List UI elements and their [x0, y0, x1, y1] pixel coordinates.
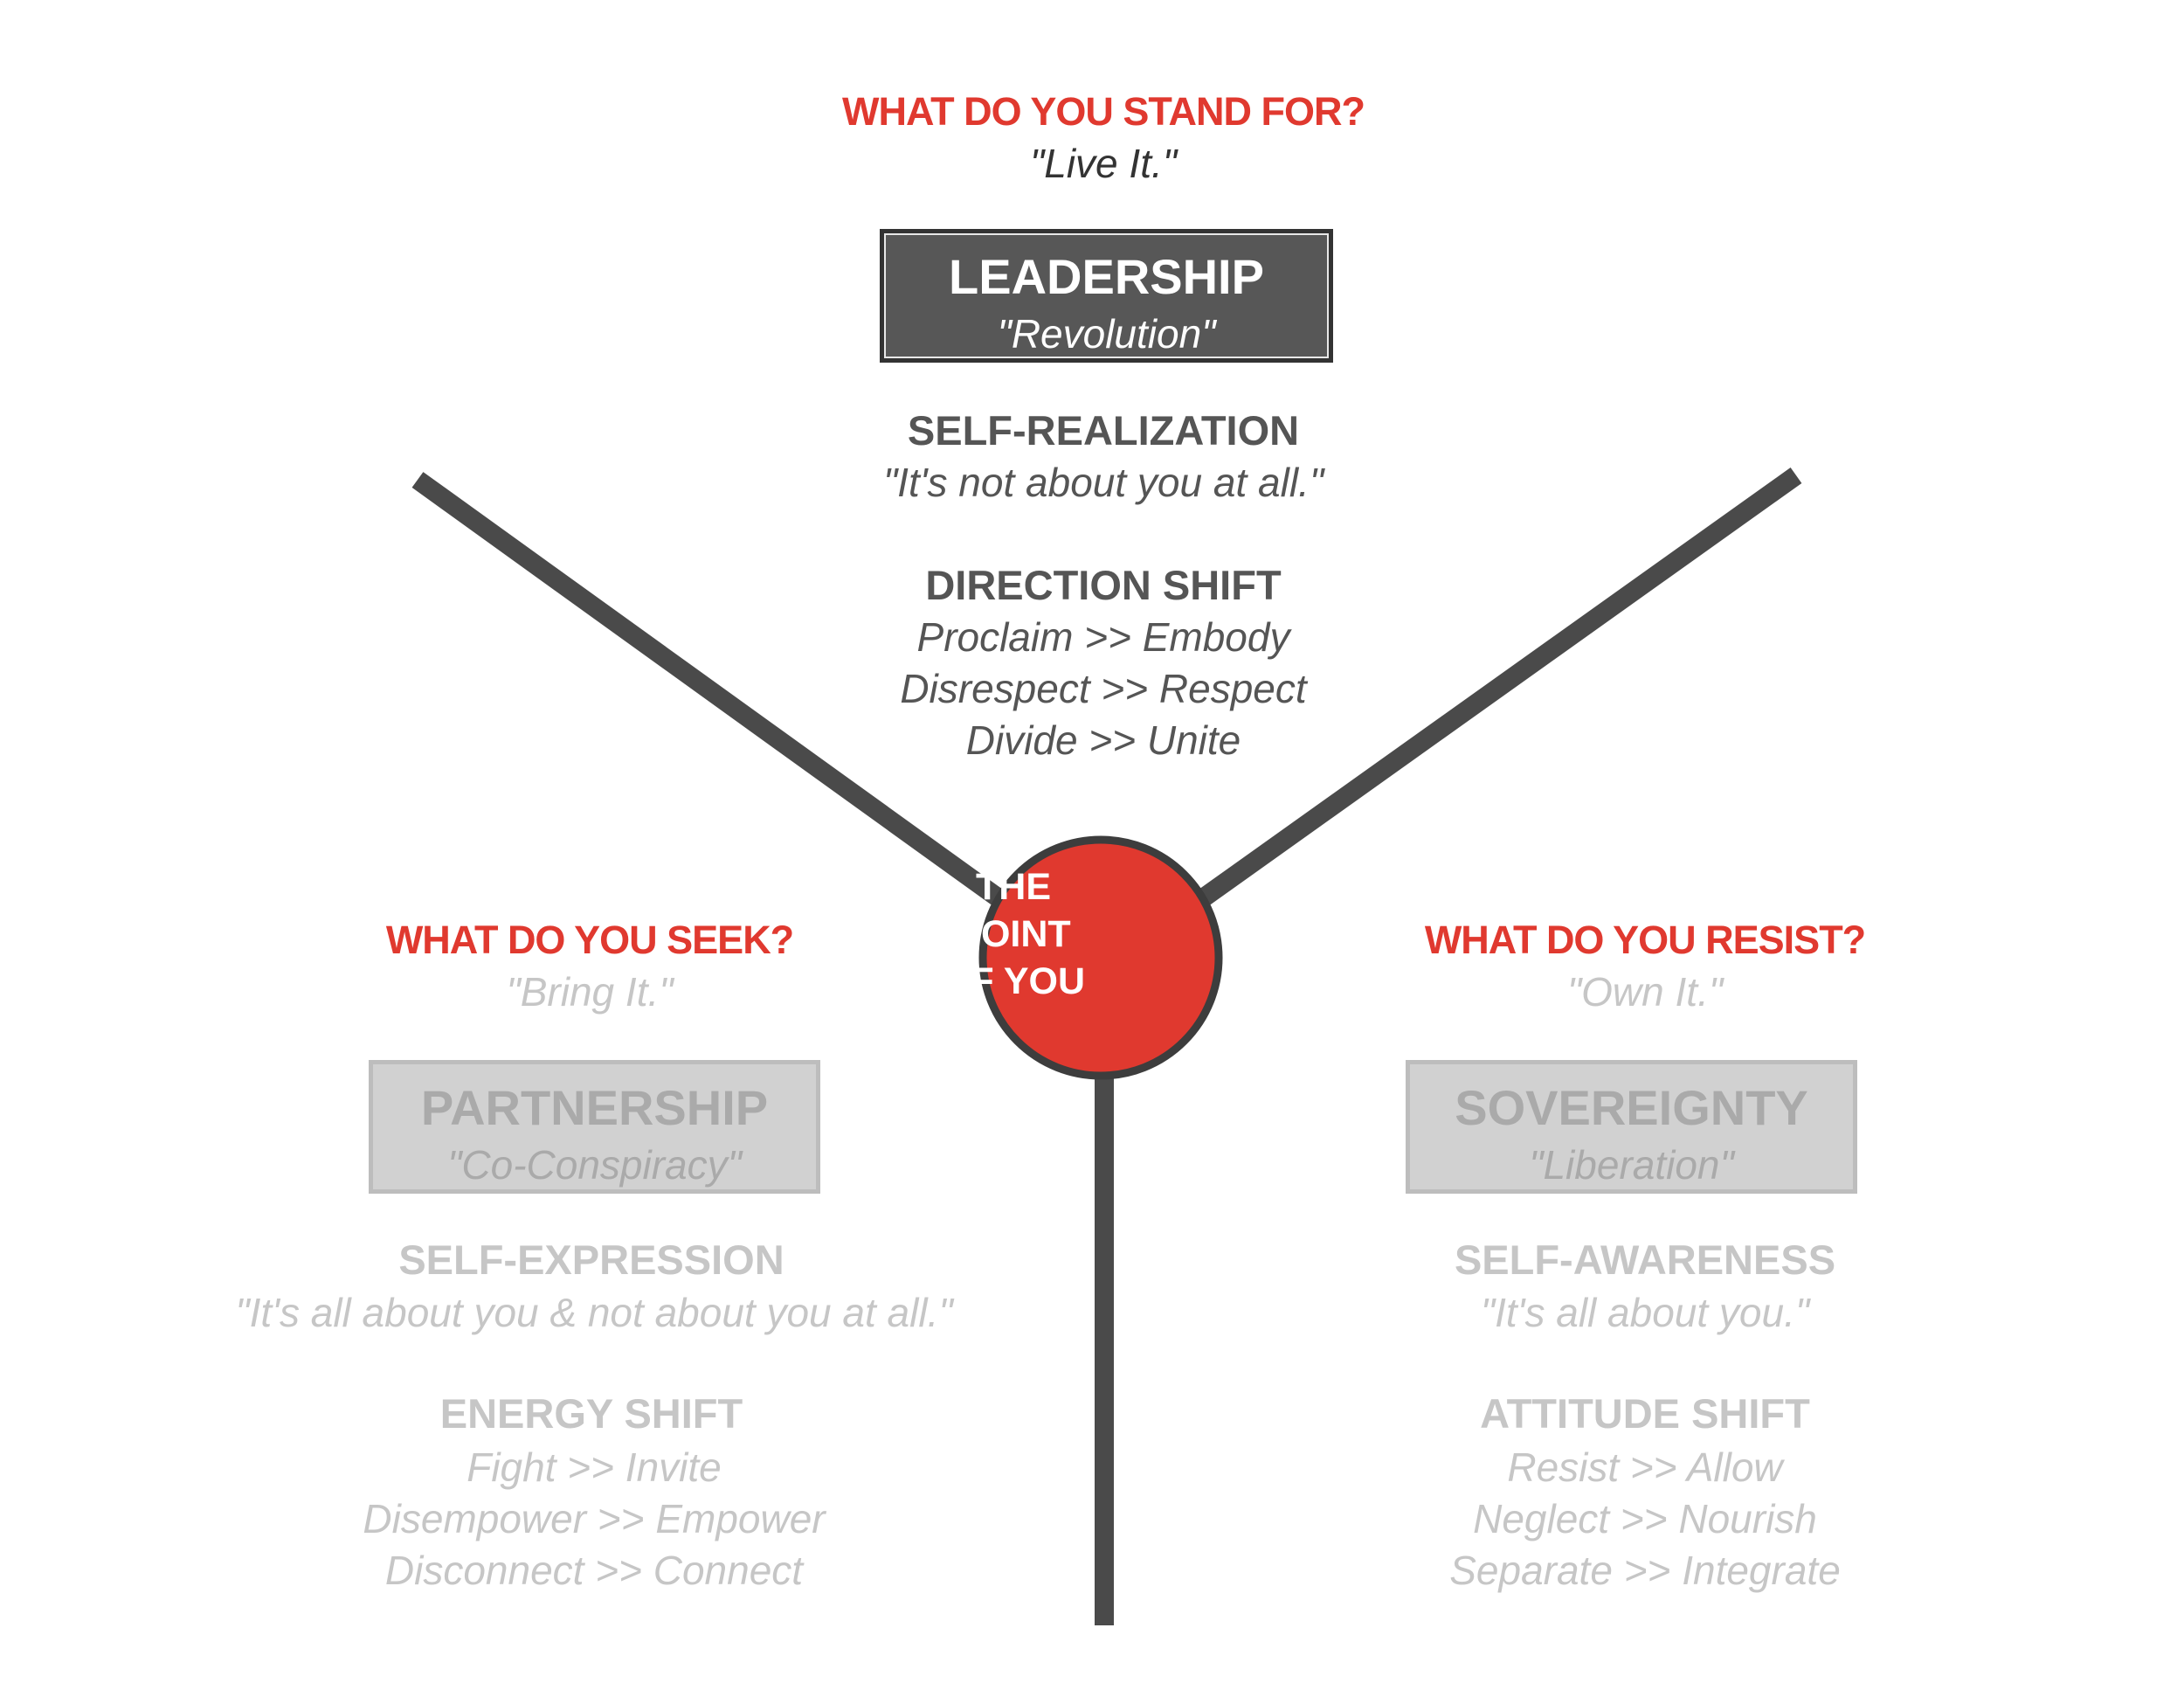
right-shift-title: ATTITUDE SHIFT	[1480, 1390, 1810, 1437]
hub-label: THE POINT OF YOU	[926, 863, 1101, 1005]
top-tagline: "Live It."	[1029, 141, 1178, 186]
leadership-box: LEADERSHIP "Revolution"	[880, 229, 1333, 363]
sovereignty-box-title: SOVEREIGNTY	[1455, 1080, 1808, 1135]
partnership-box-subtitle: "Co-Conspiracy"	[447, 1142, 742, 1188]
leadership-box-title: LEADERSHIP	[949, 249, 1264, 304]
hub-label-line: THE	[976, 866, 1051, 908]
right-shift-item: Resist >> Allow	[1507, 1444, 1783, 1490]
top-shift-item: Divide >> Unite	[965, 717, 1241, 763]
top-shift-item: Disrespect >> Respect	[900, 666, 1307, 711]
right-section-title: SELF-AWARENESS	[1454, 1236, 1836, 1283]
right-question: WHAT DO YOU RESIST?	[1424, 918, 1866, 962]
top-question: WHAT DO YOU STAND FOR?	[842, 89, 1365, 134]
left-shift-list: Fight >> Invite Disempower >> Empower Di…	[363, 1442, 825, 1597]
right-shift-item: Neglect >> Nourish	[1473, 1496, 1817, 1541]
sovereignty-box-subtitle: "Liberation"	[1529, 1142, 1734, 1188]
left-question: WHAT DO YOU SEEK?	[385, 918, 794, 962]
right-section-quote: "It's all about you."	[1480, 1290, 1810, 1335]
top-shift-item: Proclaim >> Embody	[916, 614, 1290, 660]
right-tagline: "Own It."	[1566, 969, 1724, 1015]
leadership-box-subtitle: "Revolution"	[997, 311, 1216, 357]
hub-label-line: OF YOU	[941, 960, 1086, 1002]
top-section-quote: "It's not about you at all."	[882, 460, 1324, 505]
left-arm-line	[411, 472, 1007, 908]
top-shift-list: Proclaim >> Embody Disrespect >> Respect…	[900, 612, 1306, 766]
hub-circle	[978, 835, 1223, 1080]
right-arm-line	[1194, 468, 1802, 908]
left-section-title: SELF-EXPRESSION	[398, 1236, 784, 1283]
sovereignty-box: SOVEREIGNTY "Liberation"	[1406, 1060, 1857, 1194]
partnership-box-title: PARTNERSHIP	[420, 1080, 769, 1135]
right-shift-list: Resist >> Allow Neglect >> Nourish Separ…	[1449, 1442, 1841, 1597]
partnership-box: PARTNERSHIP "Co-Conspiracy"	[369, 1060, 820, 1194]
left-shift-title: ENERGY SHIFT	[439, 1390, 743, 1437]
top-section-title: SELF-REALIZATION	[907, 407, 1300, 454]
right-shift-item: Separate >> Integrate	[1449, 1548, 1841, 1593]
left-shift-item: Fight >> Invite	[467, 1444, 722, 1490]
hub-label-line: POINT	[956, 913, 1071, 955]
left-shift-item: Disempower >> Empower	[363, 1496, 826, 1541]
left-section-quote: "It's all about you & not about you at a…	[235, 1290, 953, 1335]
left-tagline: "Bring It."	[506, 969, 674, 1015]
left-shift-item: Disconnect >> Connect	[384, 1548, 804, 1593]
top-shift-title: DIRECTION SHIFT	[925, 562, 1282, 608]
